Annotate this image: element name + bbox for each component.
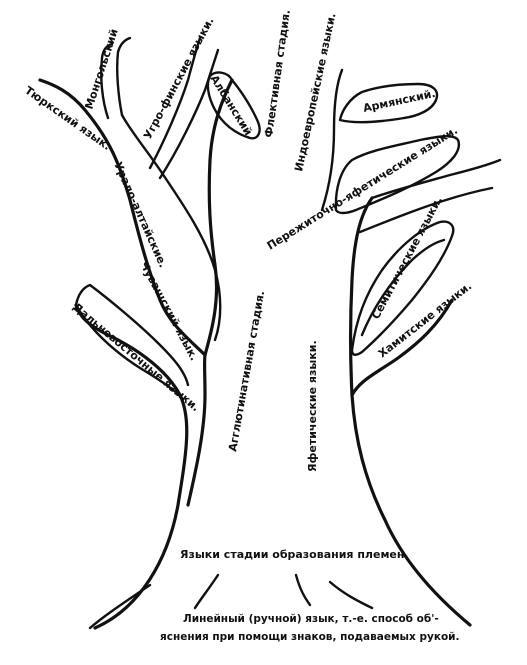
- branch-indo-european-upper: [320, 68, 344, 212]
- branch-hamitic-2: [358, 186, 494, 234]
- root-right: [328, 580, 374, 610]
- trunk-right-inner: [350, 298, 454, 397]
- branch-mongolian-inner: [100, 42, 114, 120]
- label-flective: Флективная стадия.: [262, 9, 293, 139]
- branch-semitic-inner: [360, 238, 446, 337]
- label-finno-ugric: Угро-финские языки.: [141, 15, 216, 141]
- label-tribal-stage: Языки стадии образования племен.: [180, 548, 409, 561]
- branch-far-eastern-top: [74, 283, 190, 387]
- branch-albanian: [206, 71, 261, 140]
- trunk-left-inner: [203, 78, 234, 357]
- root-left2: [193, 573, 220, 610]
- branch-mongolian: [116, 36, 132, 117]
- label-japhetic-remnant: Пережиточно-яфетические языки.: [265, 124, 460, 253]
- label-mongolian: Монгольский: [82, 27, 120, 111]
- branch-finno-ugric-inner: [158, 48, 220, 180]
- trunk-center: [186, 353, 207, 507]
- branch-indo-european-lower: [334, 135, 461, 215]
- label-agglutinative: Агглютинативная стадия.: [226, 290, 267, 453]
- branch-ural-altaic-inner: [120, 113, 222, 342]
- branch-hamitic: [370, 158, 502, 200]
- root-left: [88, 583, 152, 630]
- label-chuvash: Чувашский язык.: [137, 259, 200, 363]
- label-far-eastern: Дальневосточные языки.: [70, 300, 202, 414]
- trunk-right-edge: [348, 196, 472, 627]
- branch-semitic-outer: [350, 220, 455, 356]
- trunk-left-edge: [74, 303, 189, 630]
- label-japhetic: Яфетические языки.: [306, 340, 319, 472]
- branch-armenian: [338, 82, 439, 124]
- label-linear-line1: Линейный (ручной) язык, т.-е. способ об'…: [183, 613, 439, 625]
- root-mid: [294, 573, 312, 607]
- branch-far-eastern-bottom: [74, 303, 184, 400]
- label-indo-european: Индоевропейские языки.: [292, 12, 338, 173]
- branch-finno-ugric: [148, 36, 202, 170]
- branch-ural-altaic-outer: [38, 78, 207, 357]
- label-linear-line2: яснения при помощи знаков, подаваемых ру…: [160, 631, 460, 643]
